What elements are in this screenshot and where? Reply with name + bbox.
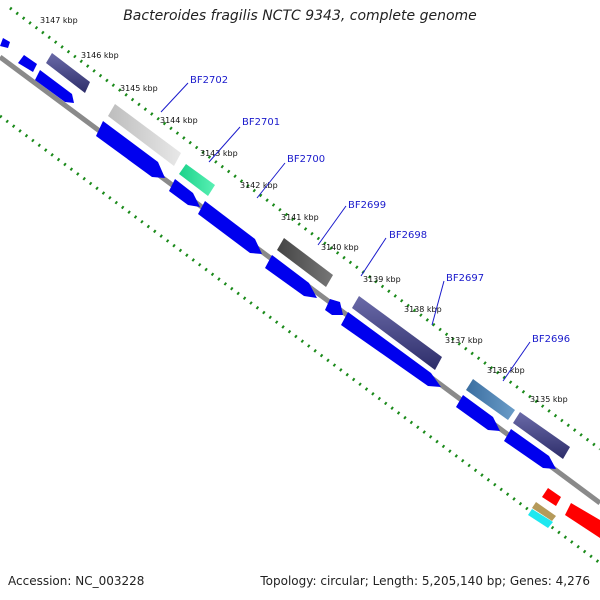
- cds-arrow[interactable]: [456, 395, 500, 431]
- map-title: Bacteroides fragilis NCTC 9343, complete…: [123, 8, 477, 24]
- gene-labels: BF2702 BF2701 BF2700 BF2699 BF2698 BF269…: [190, 75, 570, 345]
- gene-label[interactable]: BF2702: [190, 75, 228, 86]
- topology-text: Topology: circular; Length: 5,205,140 bp…: [260, 574, 590, 588]
- kbp-scale: 3147 kbp 3146 kbp 3145 kbp 3144 kbp 3143…: [40, 16, 568, 404]
- rna-feature[interactable]: [542, 488, 561, 506]
- accession-text: Accession: NC_003228: [8, 574, 145, 588]
- feature-block[interactable]: [108, 104, 181, 166]
- cds-arrow[interactable]: [198, 201, 262, 254]
- gene-callouts: [160, 82, 531, 382]
- callout-line: [256, 162, 286, 199]
- feature-block[interactable]: [513, 412, 570, 459]
- kbp-label: 3136 kbp: [487, 366, 525, 375]
- gene-label[interactable]: BF2697: [446, 273, 484, 284]
- cds-arrow[interactable]: [265, 255, 317, 298]
- callout-line: [208, 126, 241, 163]
- feature-block[interactable]: [352, 296, 442, 370]
- kbp-label: 3146 kbp: [81, 51, 119, 60]
- callout-line: [317, 205, 347, 246]
- kbp-label: 3145 kbp: [120, 84, 158, 93]
- rna-feature[interactable]: [565, 503, 600, 538]
- cds-arrow[interactable]: [35, 70, 74, 103]
- feature-block[interactable]: [179, 164, 215, 196]
- kbp-label: 3137 kbp: [445, 336, 483, 345]
- kbp-label: 3143 kbp: [200, 149, 238, 158]
- feature-block[interactable]: [277, 238, 333, 287]
- cds-arrow[interactable]: [96, 121, 165, 178]
- callout-line: [360, 237, 387, 277]
- feature-block[interactable]: [466, 379, 515, 420]
- cds-arrow[interactable]: [341, 312, 441, 387]
- feature-track: [46, 53, 570, 459]
- misc-feature[interactable]: [532, 502, 556, 521]
- cds-arrow[interactable]: [325, 299, 343, 315]
- callout-line: [502, 341, 531, 382]
- kbp-label: 3142 kbp: [240, 181, 278, 190]
- cds-arrow[interactable]: [0, 38, 10, 48]
- callout-line: [160, 82, 189, 113]
- kbp-label: 3147 kbp: [40, 16, 78, 25]
- kbp-label: 3135 kbp: [530, 395, 568, 404]
- cds-arrow[interactable]: [504, 429, 556, 469]
- feature-block[interactable]: [46, 53, 90, 93]
- callout-line: [431, 280, 445, 326]
- gene-label[interactable]: BF2700: [287, 154, 325, 165]
- cds-arrow[interactable]: [169, 179, 200, 207]
- cds-track: [0, 38, 556, 469]
- cds-arrow[interactable]: [18, 55, 37, 72]
- kbp-label: 3140 kbp: [321, 243, 359, 252]
- rna-track: [528, 488, 600, 538]
- gene-label[interactable]: BF2696: [532, 334, 570, 345]
- inner-tick-ring: [0, 114, 600, 565]
- kbp-label: 3141 kbp: [281, 213, 319, 222]
- kbp-label: 3138 kbp: [404, 305, 442, 314]
- gene-label[interactable]: BF2698: [389, 230, 427, 241]
- misc-feature[interactable]: [528, 509, 553, 528]
- outer-tick-ring: [9, 6, 600, 451]
- kbp-label: 3139 kbp: [363, 275, 401, 284]
- gene-label[interactable]: BF2701: [242, 117, 280, 128]
- kbp-label: 3144 kbp: [160, 116, 198, 125]
- gene-label[interactable]: BF2699: [348, 200, 386, 211]
